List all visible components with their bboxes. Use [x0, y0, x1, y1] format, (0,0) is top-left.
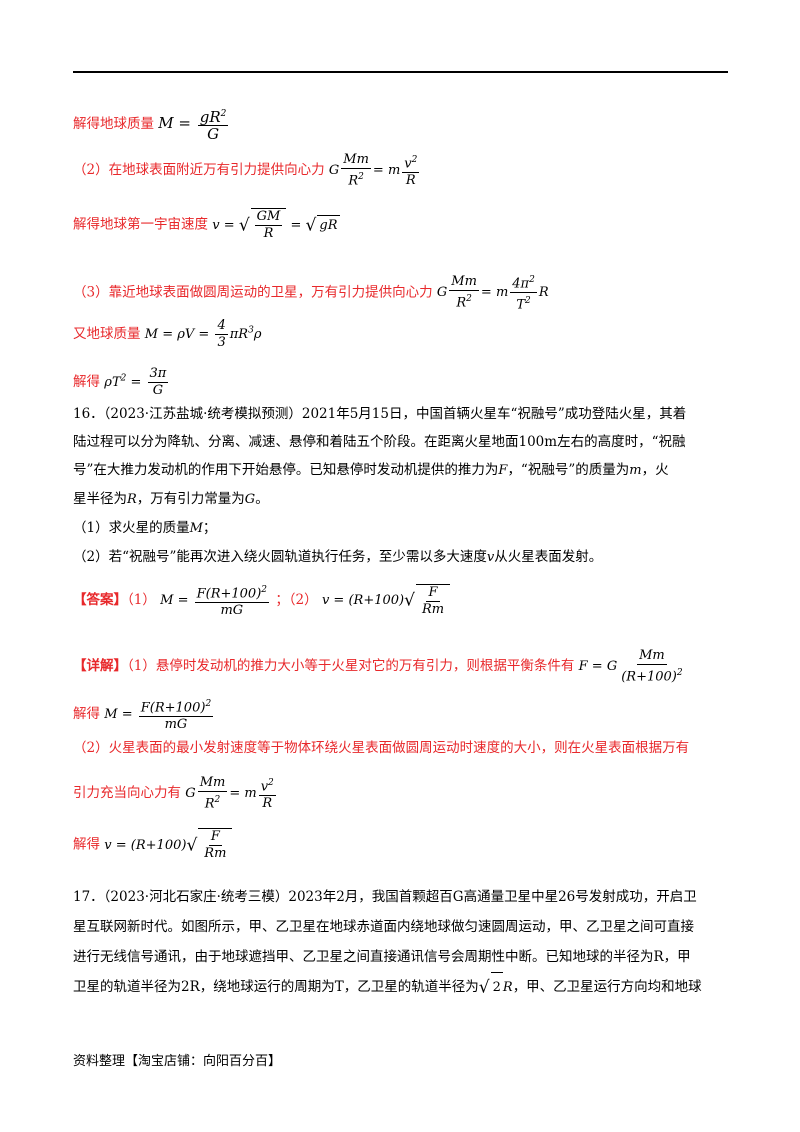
footer-credit: 资料整理【淘宝店铺：向阳百分百】	[73, 1054, 282, 1069]
q16-stem: 16．（2023·江苏盐城·统考模拟预测）2021年5月15日，中国首辆火星车“…	[73, 406, 687, 565]
header-rule	[73, 71, 728, 73]
q16-detail-3: （2）火星表面的最小发射速度等于物体环绕火星表面做圆周运动时速度的大小，则在火星…	[73, 740, 690, 756]
q16-detail-1: 【详解】（1）悬停时发动机的推力大小等于火星对它的万有引力，则根据平衡条件有 F…	[73, 648, 683, 685]
q17-stem: 17．（2023·河北石家庄·统考三模）2023年2月，我国首颗超百G高通量卫星…	[73, 882, 733, 1003]
